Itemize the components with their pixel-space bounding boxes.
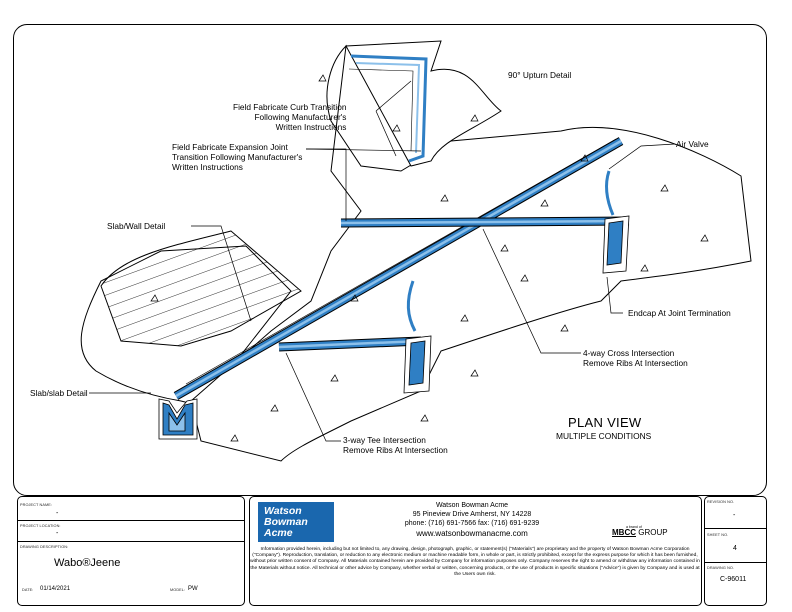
label-air-valve: Air Valve — [676, 139, 709, 149]
sheet-number-label: SHEET NO. — [707, 533, 729, 537]
brand-of-label: a brand of — [626, 525, 642, 529]
date-label: DATE: — [22, 588, 34, 592]
label-expansion-transition: Field Fabricate Expansion Joint Transiti… — [172, 142, 303, 172]
air-valve-right — [604, 170, 615, 216]
date-value: 01/14/2021 — [40, 586, 71, 592]
sheet-info-block — [704, 496, 767, 606]
label-curb-transition: Field Fabricate Curb Transition Followin… — [233, 102, 347, 132]
leader-lines — [89, 80, 676, 442]
revision-value: - — [733, 512, 736, 519]
view-subtitle: MULTIPLE CONDITIONS — [556, 431, 652, 441]
model-value: PW — [188, 586, 198, 592]
upturn-seal — [348, 54, 428, 163]
tee-seal — [278, 336, 422, 352]
view-title: PLAN VIEW — [568, 415, 642, 430]
drawing-number-label: DRAWING NO. — [707, 566, 735, 570]
company-website: www.watsonbowmanacme.com — [416, 529, 528, 538]
revision-label: REVISION NO. — [707, 500, 735, 504]
label-4way-cross: 4-way Cross Intersection Remove Ribs At … — [583, 348, 688, 368]
company-logo: Watson Bowman Acme — [258, 502, 334, 542]
main-joint-seal — [173, 137, 624, 400]
label-endcap: Endcap At Joint Termination — [628, 308, 731, 318]
project-name-label: PROJECT NAME: — [20, 503, 53, 507]
endcap-middle — [403, 335, 432, 394]
mbcc-group-brand: MBCC GROUP — [612, 528, 668, 537]
drawing-description-label: DRAWING DESCRIPTION: — [20, 545, 69, 549]
air-valve-middle — [406, 280, 417, 332]
legal-disclaimer: Information provided herein, including b… — [250, 547, 700, 577]
cross-seal — [340, 216, 630, 228]
company-name: Watson Bowman Acme — [435, 502, 509, 509]
wall-hatched — [100, 230, 302, 347]
drawing-number: C-96011 — [720, 576, 747, 583]
drawing-frame: 90° Upturn Detail Field Fabricate Curb T… — [13, 24, 767, 496]
drawing-description: Wabo®Jeene — [54, 557, 121, 569]
sheet-number: 4 — [733, 545, 737, 552]
project-info-block — [17, 496, 245, 606]
company-info-block — [249, 496, 702, 606]
project-location-label: PROJECT LOCATION: — [20, 524, 61, 528]
label-slabslab-detail: Slab/slab Detail — [30, 388, 88, 398]
plan-view-illustration — [80, 40, 752, 462]
label-3way-tee: 3-way Tee Intersection Remove Ribs At In… — [343, 435, 448, 455]
company-address: 95 Pineview Drive Amherst, NY 14228 — [412, 511, 532, 518]
company-phone: phone: (716) 691-7566 fax: (716) 691-923… — [404, 520, 540, 527]
project-location: - — [56, 530, 59, 537]
model-label: MODEL: — [170, 588, 186, 592]
project-name: - — [56, 510, 59, 517]
aggregate-marks — [150, 74, 709, 442]
slabslab-profile — [158, 398, 198, 440]
endcap-right — [602, 215, 630, 274]
label-slab-wall-detail: Slab/Wall Detail — [107, 221, 166, 231]
label-upturn-detail: 90° Upturn Detail — [508, 70, 572, 80]
